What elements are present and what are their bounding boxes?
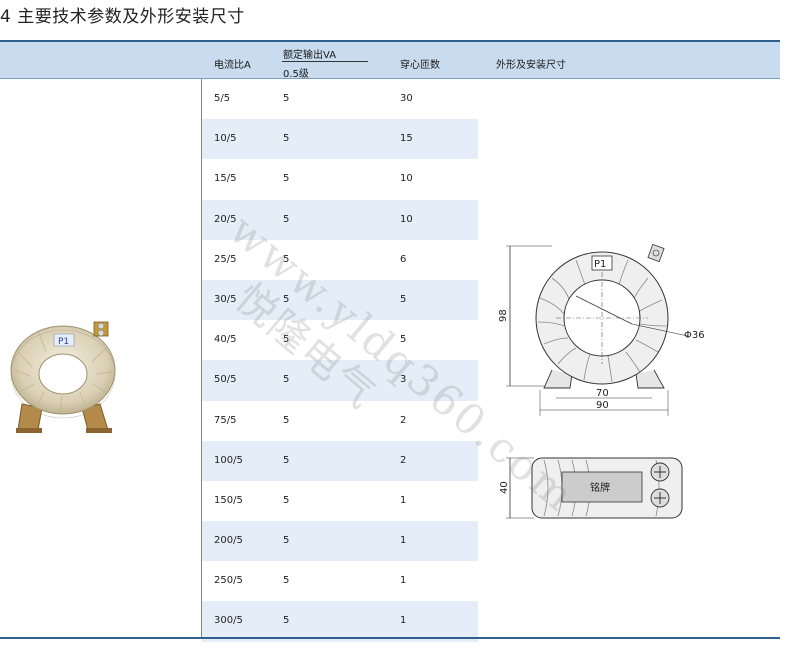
cell-turns: 5	[400, 293, 407, 305]
side-dimension-drawing: 40 铭牌	[499, 457, 683, 519]
cell-rated-va: 5	[283, 414, 290, 426]
cell-rated-va: 5	[283, 133, 290, 145]
cell-turns: 10	[400, 173, 413, 185]
header-rated-output: 额定输出VA	[283, 50, 337, 61]
header-dimensions: 外形及安装尺寸	[496, 60, 566, 71]
dim-height: 98	[498, 309, 509, 322]
heading-rule	[0, 40, 780, 42]
front-dimension-drawing: 98 Φ36 P1 70 90	[498, 243, 705, 416]
table-row: 100/5 5 2	[202, 440, 478, 481]
section-heading: 4 主要技术参数及外形安装尺寸	[0, 7, 245, 27]
column-divider	[201, 79, 202, 637]
cell-rated-va: 5	[283, 494, 290, 506]
cell-ratio: 100/5	[214, 454, 243, 466]
header-turns: 穿心匝数	[400, 60, 440, 71]
cell-ratio: 300/5	[214, 615, 243, 627]
cell-rated-va: 5	[283, 93, 290, 104]
table-row: 25/5 5 6	[202, 240, 478, 280]
table-row: 75/5 5 2	[202, 401, 478, 441]
table-row: 20/5 5 10	[202, 199, 478, 240]
cell-rated-va: 5	[283, 454, 290, 466]
cell-rated-va: 5	[283, 615, 290, 627]
dim-base-width: 90	[596, 400, 609, 411]
cell-rated-va: 5	[283, 173, 290, 185]
cell-ratio: 50/5	[214, 374, 237, 386]
nameplate-label: 铭牌	[590, 481, 610, 494]
cell-rated-va: 5	[283, 374, 290, 386]
table-row: 30/5 5 5	[202, 279, 478, 321]
cell-ratio: 10/5	[214, 133, 237, 145]
table-row: 50/5 5 3	[202, 360, 478, 401]
table-row: 250/5 5 1	[202, 561, 478, 601]
cell-ratio: 75/5	[214, 414, 237, 426]
dim-mount-spacing: 70	[596, 388, 609, 399]
transformer-photo: P1	[10, 321, 116, 433]
table-header: 电流比A 额定输出VA 0.5级 穿心匝数 外形及安装尺寸	[0, 42, 780, 80]
cell-rated-va: 5	[283, 293, 290, 305]
dim-hole-diameter: Φ36	[684, 330, 705, 341]
cell-ratio: 30/5	[214, 293, 237, 305]
table-row: 150/5 5 1	[202, 481, 478, 521]
cell-turns: 30	[400, 93, 413, 104]
bottom-rule	[0, 637, 780, 639]
cell-turns: 2	[400, 414, 407, 426]
cell-ratio: 15/5	[214, 173, 237, 185]
cell-ratio: 40/5	[214, 334, 237, 346]
table-row: 15/5 5 10	[202, 159, 478, 199]
cell-ratio: 25/5	[214, 253, 237, 265]
cell-turns: 1	[400, 494, 407, 506]
cell-ratio: 5/5	[214, 93, 231, 104]
cell-turns: 10	[400, 213, 413, 225]
terminal-p1: P1	[594, 259, 606, 270]
cell-rated-va: 5	[283, 213, 290, 225]
cell-turns: 1	[400, 535, 407, 547]
cell-turns: 1	[400, 615, 407, 627]
header-ratio: 电流比A	[214, 60, 251, 71]
cell-rated-va: 5	[283, 575, 290, 587]
table-row: 40/5 5 5	[202, 320, 478, 360]
cell-ratio: 20/5	[214, 213, 237, 225]
cell-turns: 2	[400, 454, 407, 466]
cell-turns: 1	[400, 575, 407, 587]
table-row: 300/5 5 1	[202, 601, 478, 642]
cell-ratio: 250/5	[214, 575, 243, 587]
cell-rated-va: 5	[283, 253, 290, 265]
table-row: 10/5 5 15	[202, 119, 478, 160]
cell-rated-va: 5	[283, 535, 290, 547]
cell-ratio: 200/5	[214, 535, 243, 547]
photo-p1-label: P1	[58, 337, 69, 347]
table-row: 200/5 5 1	[202, 521, 478, 562]
dim-side-height: 40	[499, 481, 510, 494]
header-accuracy-class: 0.5级	[283, 69, 309, 80]
cell-turns: 15	[400, 133, 413, 145]
cell-ratio: 150/5	[214, 494, 243, 506]
cell-turns: 6	[400, 253, 407, 265]
cell-turns: 5	[400, 334, 407, 346]
cell-rated-va: 5	[283, 334, 290, 346]
cell-turns: 3	[400, 374, 407, 386]
table-row: 5/5 5 30	[202, 79, 478, 119]
header-sub-rule	[282, 61, 368, 62]
